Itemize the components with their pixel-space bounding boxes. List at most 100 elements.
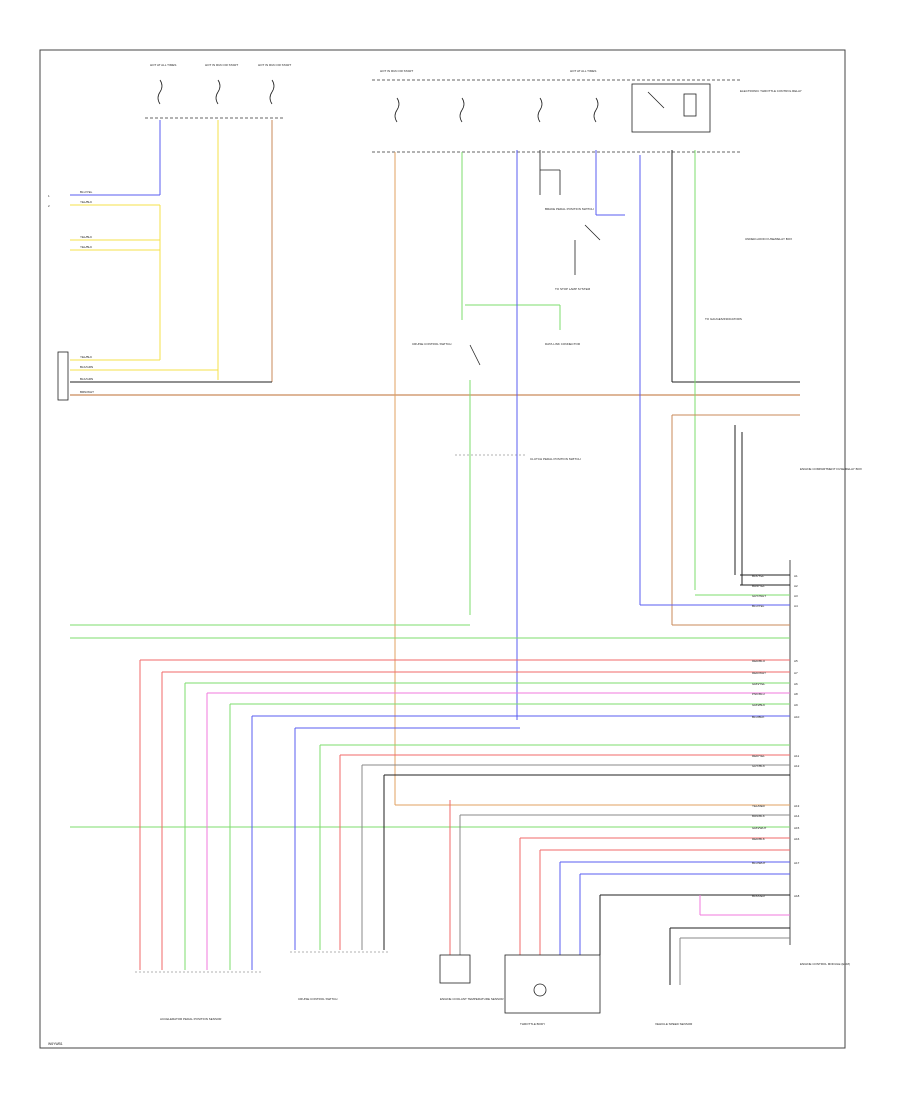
wire-label: YEL/BLK: [80, 355, 92, 359]
fuse-icon: [593, 97, 599, 123]
pin-number: 2: [48, 204, 50, 208]
ecm-wire-label: RED/YEL: [752, 754, 765, 758]
wire-label: BLU/YEL: [80, 190, 93, 194]
stop-lamp-label: TO STOP LAMP SYSTEM: [555, 287, 591, 291]
wire-label: YEL/BLK: [80, 200, 92, 204]
switch-contact-icon: [584, 224, 601, 241]
cruise-wires: CRUISE CONTROL SWITCH: [290, 728, 390, 1001]
ecm-wire-label: GRN/YEL: [752, 682, 766, 686]
ecm-wire-label: BLU/BLK: [752, 715, 764, 719]
ecm-wires: [70, 574, 790, 939]
cruise-switch-label: CRUISE CONTROL SWITCH: [412, 342, 451, 346]
throttle-body: THROTTLE BODY: [504, 838, 601, 1026]
ecm-pin: A1: [794, 574, 798, 578]
ecm-pin: A15: [794, 826, 800, 830]
clutch-switch-area: CLUTCH PEDAL POSITION SWITCH: [455, 454, 581, 461]
wire-label: BRN/WHT: [80, 390, 94, 394]
ecm-pin: A6: [794, 682, 798, 686]
accel-sensor-label: ACCELERATOR PEDAL POSITION SENSOR: [160, 1017, 222, 1021]
diagram-frame: [39, 49, 846, 1049]
under-hood-box-label: UNDER-HOOD FUSE/RELAY BOX: [745, 237, 792, 241]
wire-label: BLK/GRN: [80, 365, 93, 369]
sensor-box: [439, 954, 471, 984]
wire-label: YEL/BLK: [80, 235, 92, 239]
ecm-pin: A2: [794, 584, 798, 588]
ecm-pin: A13: [794, 804, 800, 808]
gauges-label: TO GAUGES/INDICATORS: [705, 317, 742, 321]
ecm-pin: A4: [794, 604, 798, 608]
footer-code: W6YWB1: [48, 1042, 63, 1046]
accel-sensor-wires: ACCELERATOR PEDAL POSITION SENSOR: [135, 660, 262, 1021]
fuse-label: HOT IN RUN OR START: [258, 63, 291, 67]
ecm-wire-label: PNK/BLU: [752, 692, 765, 696]
fuse-label: HOT IN RUN OR START: [205, 63, 238, 67]
ecm-wire-label: BLK/RED: [752, 894, 766, 898]
fuse-icon: [394, 97, 400, 123]
relay-label: ELECTRONIC THROTTLE CONTROL RELAY: [740, 89, 802, 93]
ecm-pin: A16: [794, 837, 800, 841]
fuse-icon: [537, 97, 543, 123]
ecm-wire-label: GRY/BLK: [752, 764, 765, 768]
engine-box-label: ENGINE COMPARTMENT FUSE/RELAY BOX: [800, 467, 862, 471]
ecm-pin: A10: [794, 715, 800, 719]
ecm-wire-label: RED/BLU: [752, 659, 765, 663]
ecm-wire-label: BRN/YEL: [752, 584, 765, 588]
ecm-wire-label: RED/BLK: [752, 837, 765, 841]
ecm-wire-label: BLK/YEL: [752, 574, 765, 578]
fuse-icon: [269, 79, 275, 105]
fuse-label: HOT AT ALL TIMES: [570, 69, 596, 73]
motor-icon: [533, 983, 547, 997]
ecm-pin: A5: [794, 659, 798, 663]
relay-box: [631, 83, 711, 133]
speed-sensor-label: VEHICLE SPEED SENSOR: [655, 1022, 693, 1026]
ecm-wire-label: YEL/RED: [752, 804, 766, 808]
ecm-pin: A12: [794, 764, 800, 768]
fuse-symbols: [157, 79, 599, 123]
pin-number: 1: [48, 194, 50, 198]
cruise-connector-label: CRUISE CONTROL SWITCH: [298, 997, 337, 1001]
ecm-pin-labels: BLK/YEL A1 BRN/YEL A2 GRY/WHT A3 BLU/YEL…: [752, 574, 800, 898]
dlc-label: DATA LINK CONNECTOR: [545, 342, 581, 346]
ecm-wire-label: BLU/WHT: [752, 861, 766, 865]
fuse-label: HOT AT ALL TIMES: [150, 63, 176, 67]
electronic-throttle-relay: ELECTRONIC THROTTLE CONTROL RELAY: [631, 83, 802, 133]
fuse-icon: [459, 97, 465, 123]
brake-switch-label: BRAKE PEDAL POSITION SWITCH: [545, 207, 594, 211]
ecm-pin: A14: [794, 814, 800, 818]
coolant-sensor: ENGINE COOLANT TEMPERATURE SENSOR: [439, 800, 504, 1001]
clutch-switch-label: CLUTCH PEDAL POSITION SWITCH: [530, 457, 581, 461]
relay-coil-icon: [683, 93, 697, 117]
ecm-label: ENGINE CONTROL MODULE (ECM): [800, 962, 850, 966]
ecm-wire-label: BLU/YEL: [752, 604, 765, 608]
cruise-switch-area: CRUISE CONTROL SWITCH: [412, 342, 481, 366]
left-connector-group: 1 2 BLU/YEL YEL/BLK YEL/BLK YEL/BLK YEL/…: [48, 190, 94, 401]
ecm-wire-label: GRY/WHT: [752, 594, 766, 598]
ecm-pin: A17: [794, 861, 800, 865]
ecm-pin: A18: [794, 894, 800, 898]
fuse-label: HOT IN RUN OR START: [380, 69, 413, 73]
speed-sensor: VEHICLE SPEED SENSOR: [655, 895, 701, 1026]
fuse-icon: [215, 79, 221, 105]
ecm-pin: A11: [794, 754, 799, 758]
ecm-wire-label: GRN/BLK: [752, 703, 765, 707]
brake-switch-area: BRAKE PEDAL POSITION SWITCH TO STOP LAMP…: [539, 150, 601, 291]
relay-switch-icon: [647, 91, 665, 109]
top-fuse-labels: HOT AT ALL TIMES HOT IN RUN OR START HOT…: [150, 63, 596, 73]
ecm-wire-label: RED/WHT: [752, 671, 766, 675]
coolant-sensor-label: ENGINE COOLANT TEMPERATURE SENSOR: [440, 997, 504, 1001]
ecm-wire-label: BRN/BLK: [752, 814, 765, 818]
switch-contact-icon: [469, 344, 481, 366]
ecm-pin: A3: [794, 594, 798, 598]
fuse-icon: [157, 79, 163, 105]
connector-block: [57, 351, 69, 401]
wire-label: BLK/GRN: [80, 377, 93, 381]
ecm-area: ENGINE CONTROL MODULE (ECM): [789, 560, 850, 966]
ecm-wire-label: GRN/WHT: [752, 826, 766, 830]
throttle-body-box: [504, 954, 601, 1014]
ecm-pin: A7: [794, 671, 798, 675]
ecm-pin: A9: [794, 703, 798, 707]
throttle-body-label: THROTTLE BODY: [520, 1022, 545, 1026]
wire-label: YEL/BLK: [80, 245, 92, 249]
ecm-pin: A8: [794, 692, 798, 696]
